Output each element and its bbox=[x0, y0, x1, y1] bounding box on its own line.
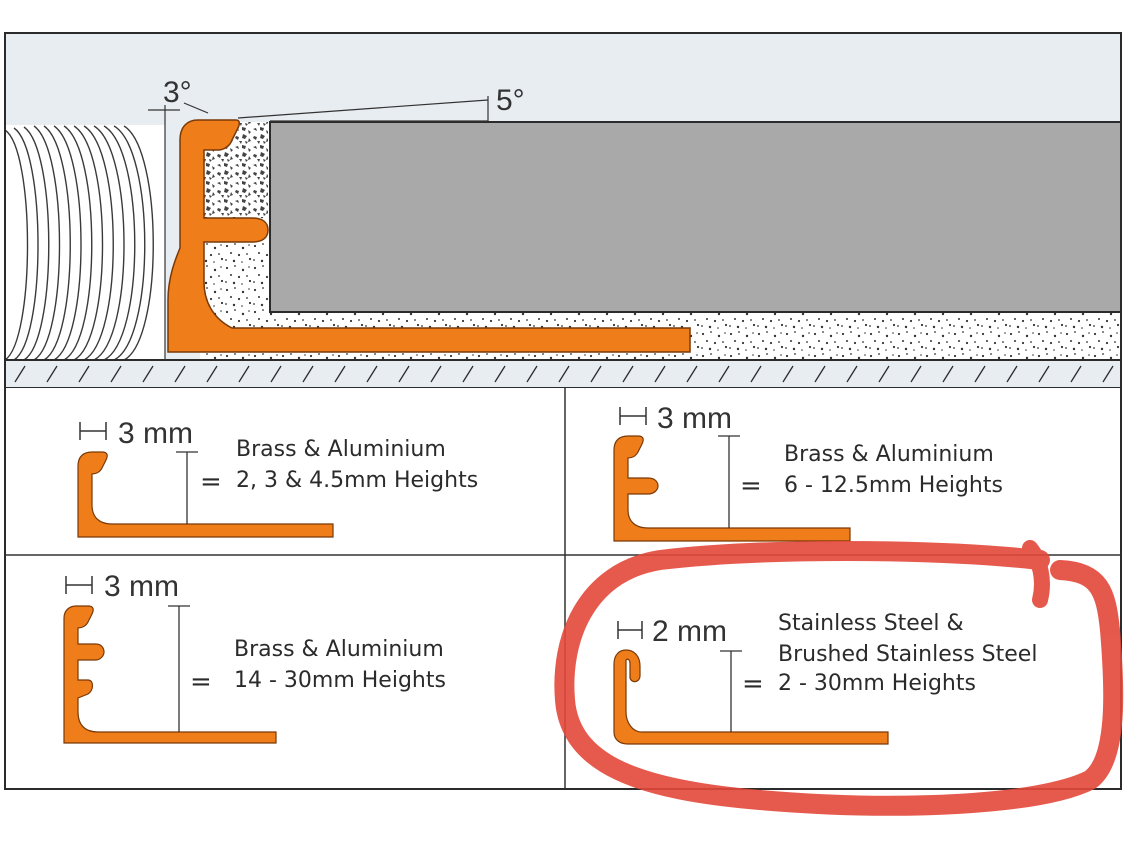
thickness-icon bbox=[619, 407, 647, 425]
ground-hatch-mark bbox=[590, 365, 602, 383]
material-label-line1: Stainless Steel & bbox=[778, 611, 964, 636]
ground-hatch-mark bbox=[558, 365, 570, 383]
equals-sign: = bbox=[740, 471, 762, 501]
variant-panel-3: 3 mm = Brass & Aluminium 14 - 30mm Heigh… bbox=[63, 570, 446, 744]
equals-sign: = bbox=[742, 669, 764, 699]
ground-hatch-mark bbox=[814, 365, 826, 383]
cross-section bbox=[5, 33, 1121, 388]
ground-hatch-mark bbox=[462, 365, 474, 383]
ground-hatch-mark bbox=[238, 365, 250, 383]
ground-hatch-mark bbox=[174, 365, 186, 383]
ground-hatch-mark bbox=[846, 365, 858, 383]
ground-hatch-mark bbox=[686, 365, 698, 383]
height-dimension bbox=[718, 435, 740, 528]
material-label: Brass & Aluminium bbox=[236, 437, 446, 462]
tile bbox=[269, 121, 1121, 313]
angle-label-3deg: 3° bbox=[163, 76, 192, 109]
equals-sign: = bbox=[200, 467, 222, 497]
ground-hatch-mark bbox=[430, 365, 442, 383]
material-label: Brass & Aluminium bbox=[784, 442, 994, 467]
ground-hatch-mark bbox=[398, 365, 410, 383]
variant-panel-1: 3 mm = Brass & Aluminium 2, 3 & 4.5mm He… bbox=[77, 417, 478, 538]
ground-hatch-mark bbox=[14, 365, 26, 383]
ground-hatch-mark bbox=[494, 365, 506, 383]
ground-hatch-mark bbox=[878, 365, 890, 383]
heights-label: 6 - 12.5mm Heights bbox=[784, 473, 1003, 498]
highlight-circle bbox=[554, 540, 1124, 816]
ground-hatch-mark bbox=[942, 365, 954, 383]
ground-hatch-mark bbox=[142, 365, 154, 383]
ground-hatch-mark bbox=[974, 365, 986, 383]
ground-hatch-mark bbox=[910, 365, 922, 383]
profile-icon bbox=[63, 605, 277, 744]
profile-icon bbox=[613, 435, 851, 542]
profile-icon bbox=[613, 649, 889, 745]
material-label-line2: Brushed Stainless Steel bbox=[778, 642, 1037, 667]
thickness-label: 3 mm bbox=[104, 570, 179, 603]
ground-hatch-mark bbox=[782, 365, 794, 383]
angle-dimension-left bbox=[148, 102, 209, 360]
height-dimension bbox=[176, 451, 198, 524]
ground-hatch-mark bbox=[302, 365, 314, 383]
angle-dimension-top bbox=[237, 96, 489, 122]
thickness-label: 3 mm bbox=[118, 417, 193, 450]
wall-hatching bbox=[5, 125, 165, 361]
thickness-label: 2 mm bbox=[652, 615, 727, 648]
ground-hatching bbox=[14, 365, 1114, 383]
ground-hatch-mark bbox=[1006, 365, 1018, 383]
ground-hatch-mark bbox=[1102, 365, 1114, 383]
ground-hatch-mark bbox=[526, 365, 538, 383]
thickness-icon bbox=[65, 576, 93, 594]
ground-hatch-mark bbox=[1070, 365, 1082, 383]
profile-icon bbox=[77, 451, 334, 538]
ground-hatch-mark bbox=[46, 365, 58, 383]
thickness-label: 3 mm bbox=[657, 402, 732, 435]
ground-hatch-mark bbox=[78, 365, 90, 383]
ground-hatch-mark bbox=[718, 365, 730, 383]
thickness-icon bbox=[617, 621, 643, 639]
angle-label-5deg: 5° bbox=[496, 84, 525, 117]
ground-hatch-mark bbox=[622, 365, 634, 383]
heights-label: 2 - 30mm Heights bbox=[778, 671, 976, 696]
profile-main-shape bbox=[167, 119, 691, 353]
ground-hatch-mark bbox=[270, 365, 282, 383]
diagram-frame bbox=[4, 32, 1122, 790]
height-dimension bbox=[720, 650, 742, 732]
heights-label: 2, 3 & 4.5mm Heights bbox=[236, 468, 478, 493]
ground-hatch-mark bbox=[1038, 365, 1050, 383]
equals-sign: = bbox=[190, 667, 212, 697]
material-label: Brass & Aluminium bbox=[234, 637, 444, 662]
variant-panel-2: 3 mm = Brass & Aluminium 6 - 12.5mm Heig… bbox=[613, 402, 1003, 542]
height-dimension bbox=[168, 605, 190, 732]
ground-hatch-mark bbox=[366, 365, 378, 383]
ground-hatch-mark bbox=[334, 365, 346, 383]
thickness-icon bbox=[79, 422, 107, 440]
variant-panel-4: 2 mm = Stainless Steel & Brushed Stainle… bbox=[613, 611, 1037, 745]
heights-label: 14 - 30mm Heights bbox=[234, 668, 446, 693]
ground-hatch-mark bbox=[110, 365, 122, 383]
ground-hatch-mark bbox=[206, 365, 218, 383]
ground-hatch-mark bbox=[654, 365, 666, 383]
ground-hatch-mark bbox=[750, 365, 762, 383]
